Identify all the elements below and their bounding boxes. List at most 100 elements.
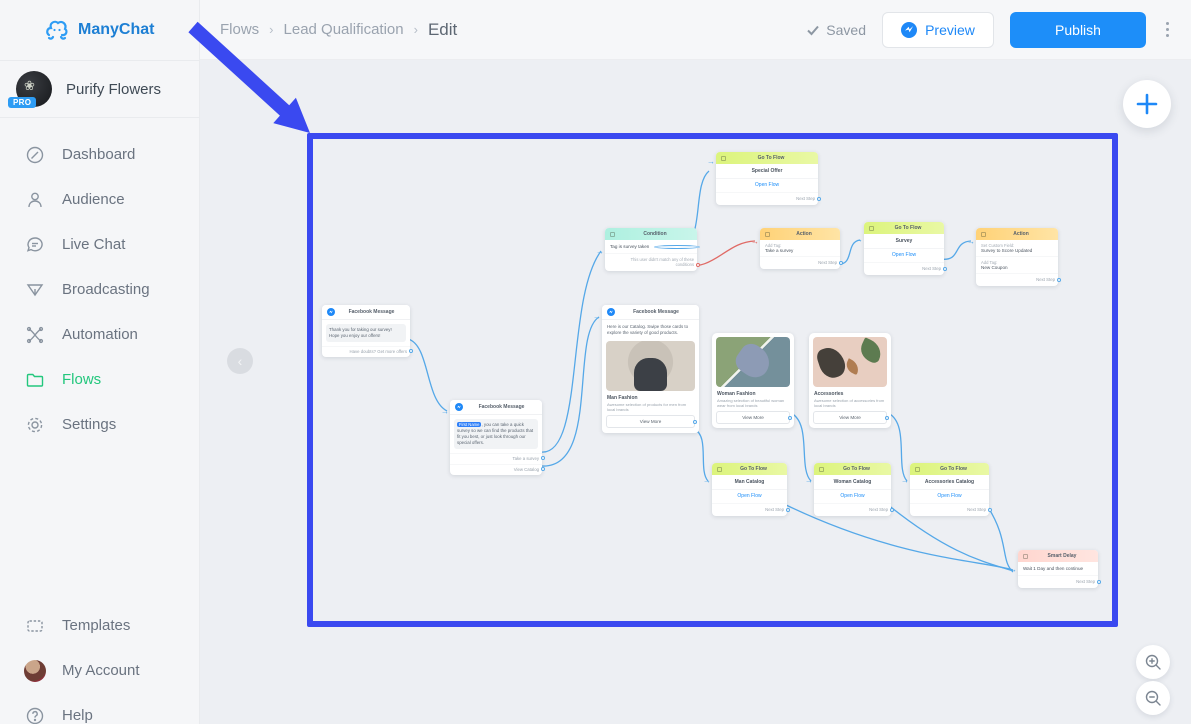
gallery-card-accessories[interactable]: Accessories Awesome selection of accesso… [809,333,891,429]
output-port[interactable] [988,507,992,512]
output-port[interactable] [786,507,790,512]
quick-reply-label: View Catalog [513,466,539,472]
next-step-row: Next Step [716,192,821,205]
user-avatar [24,659,46,682]
output-port[interactable] [541,467,545,472]
sidebar-item-automation[interactable]: Automation [0,312,199,357]
output-port[interactable] [409,349,413,354]
sidebar-item-help[interactable]: Help [0,693,199,724]
flow-canvas[interactable]: Go To Flow Special Offer Open Flow Next … [200,60,1191,724]
chevron-right-icon: › [269,22,274,37]
gear-icon [27,417,43,432]
paper-plane-icon [26,283,44,296]
view-more-button[interactable]: View More [716,411,792,425]
connector-wire [540,316,600,467]
sidebar-bottom: Templates My Account Help [0,603,199,724]
output-port[interactable] [885,415,889,420]
next-step-label: Next Step [1076,579,1095,584]
open-flow-link[interactable]: Open Flow [712,489,787,503]
sidebar-item-live-chat[interactable]: Live Chat [0,222,199,267]
next-step-label: Next Step [765,507,784,512]
sidebar-item-flows[interactable]: Flows [0,357,199,402]
breadcrumb-flow-name[interactable]: Lead Qualification [283,21,404,38]
breadcrumb-flows[interactable]: Flows [220,21,260,38]
node-go-to-flow-accessories-catalog[interactable]: Go To Flow Accessories Catalog Open Flow… [910,463,992,516]
open-flow-link[interactable]: Open Flow [864,248,944,262]
output-port[interactable] [541,456,545,461]
node-action-set-field[interactable]: Action Set Custom Field: Survey to Score… [976,228,1061,286]
node-type-label: Go To Flow [940,466,967,472]
quick-reply-row[interactable]: Have doubts? Get more offers [322,345,413,357]
preview-button[interactable]: Preview [882,11,994,48]
node-condition[interactable]: Condition Tag is survey taken This user … [605,228,700,271]
open-flow-link[interactable]: Open Flow [716,178,818,192]
quick-reply-row[interactable]: Take a survey [450,452,545,464]
zoom-in-button[interactable] [1136,645,1170,679]
flow-name: Woman Catalog [833,479,872,485]
sidebar-item-label: Automation [62,326,138,343]
node-action-add-tag[interactable]: Action Add Tag: Take a survey Next Step [760,228,843,269]
output-port[interactable] [1097,579,1101,584]
sidebar-item-my-account[interactable]: My Account [0,648,199,693]
input-arrow-icon [703,477,712,485]
node-header: Go To Flow [910,463,989,475]
card-description: Amazing selection of beautiful woman wea… [717,398,785,409]
output-port[interactable] [817,196,821,201]
plus-icon [1136,93,1158,115]
quick-reply-label: Take a survey [512,455,539,461]
open-flow-link[interactable]: Open Flow [910,489,989,503]
quick-reply-row[interactable]: View Catalog [450,463,545,475]
gallery-card-man[interactable]: Man Fashion Awesome selection of product… [602,339,699,433]
brand-header[interactable]: ManyChat [0,0,199,61]
output-port[interactable] [839,260,843,265]
zoom-out-button[interactable] [1136,681,1170,715]
folder-icon [26,373,44,387]
node-go-to-flow-woman-catalog[interactable]: Go To Flow Woman Catalog Open Flow Next … [814,463,894,516]
sidebar-item-dashboard[interactable]: Dashboard [0,132,199,177]
go-to-flow-icon [717,466,722,472]
publish-button[interactable]: Publish [1010,11,1146,48]
add-node-button[interactable] [1123,80,1171,128]
condition-false-port[interactable] [696,263,700,267]
output-port[interactable] [693,419,697,424]
node-go-to-flow-survey[interactable]: Go To Flow Survey Open Flow Next Step [864,222,947,275]
output-port[interactable] [788,415,792,420]
node-smart-delay[interactable]: Smart Delay Wait 1 Day and then continue… [1018,550,1101,588]
input-arrow-icon [1009,566,1018,574]
sidebar-item-broadcasting[interactable]: Broadcasting [0,267,199,312]
input-arrow-icon [855,236,864,244]
output-port[interactable] [890,507,894,512]
sidebar-item-label: Settings [62,416,117,433]
more-menu-button[interactable] [1162,18,1173,41]
sidebar-item-templates[interactable]: Templates [0,603,199,648]
bolt-glyph [905,26,914,33]
output-port[interactable] [1057,277,1061,282]
view-more-button[interactable]: View More [606,415,697,429]
condition-true-port[interactable] [654,244,700,249]
sidebar-collapse-handle[interactable] [227,348,253,374]
node-message-survey[interactable]: Facebook Message First Name, you can tak… [450,400,545,475]
node-type-label: Go To Flow [757,155,785,161]
next-step-label: Next Step [796,196,815,201]
card-title: Accessories [814,391,844,397]
node-go-to-flow-man-catalog[interactable]: Go To Flow Man Catalog Open Flow Next St… [712,463,790,516]
flow-name: Survey [895,238,913,244]
gallery-card-woman[interactable]: Woman Fashion Amazing selection of beaut… [712,333,794,429]
sidebar-item-audience[interactable]: Audience [0,177,199,222]
sidebar-item-settings[interactable]: Settings [0,402,199,447]
zoom-out-icon [1145,690,1161,706]
node-header: Condition [605,228,697,240]
node-message-catalog[interactable]: Facebook Message Here is our Catalog. Sw… [602,305,699,434]
node-message-thanks[interactable]: Facebook Message Thank you for taking ou… [322,305,413,357]
node-go-to-flow-special-offer[interactable]: Go To Flow Special Offer Open Flow Next … [716,152,821,205]
view-more-button[interactable]: View More [813,411,889,425]
output-port[interactable] [943,266,947,271]
open-flow-link[interactable]: Open Flow [814,489,891,503]
node-type-label: Facebook Message [633,309,679,315]
input-arrow-icon [441,408,450,416]
next-step-row: Next Step [712,503,790,516]
account-switcher[interactable]: ❀ PRO Purify Flowers [0,61,199,118]
node-header: Go To Flow [712,463,787,475]
node-type-label: Facebook Message [478,404,525,410]
flow-name: Accessories Catalog [924,479,975,485]
